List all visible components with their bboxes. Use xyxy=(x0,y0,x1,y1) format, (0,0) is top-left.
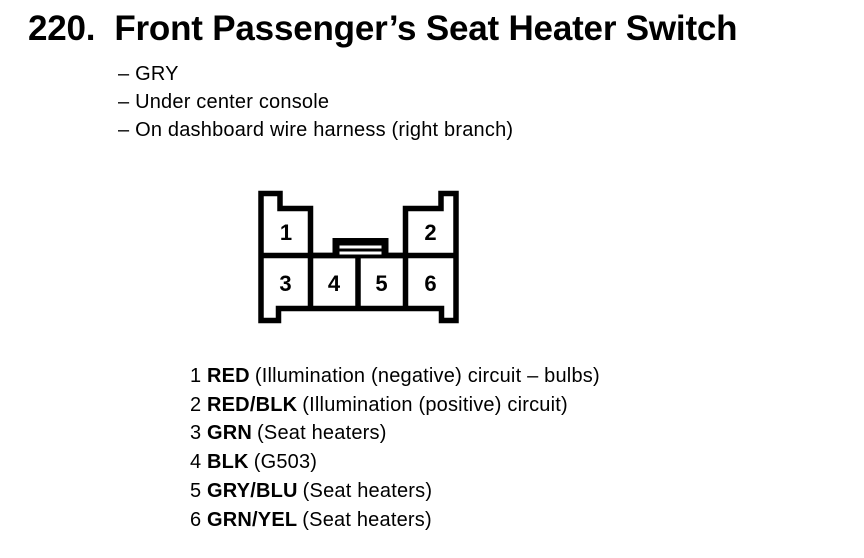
legend-circuit-desc: (Illumination (positive) circuit) xyxy=(302,393,568,416)
legend-row: 5 GRY/BLU (Seat heaters) xyxy=(190,477,600,506)
pin-legend: 1 RED (Illumination (negative) circuit –… xyxy=(190,362,600,534)
page-title: 220. Front Passenger’s Seat Heater Switc… xyxy=(28,9,738,49)
legend-row: 1 RED (Illumination (negative) circuit –… xyxy=(190,362,600,391)
legend-circuit-desc: (G503) xyxy=(253,451,318,474)
pin-number-4: 4 xyxy=(328,271,341,296)
legend-wire-color: RED xyxy=(207,365,250,387)
legend-wire-color: RED/BLK xyxy=(207,393,298,416)
connector-outline xyxy=(258,190,459,324)
pin-number-5: 5 xyxy=(375,271,387,296)
pin-number-1: 1 xyxy=(280,220,292,245)
legend-wire-color: GRN/YEL xyxy=(207,508,298,531)
legend-row: 2 RED/BLK (Illumination (positive) circu… xyxy=(190,391,600,420)
connector-details: – GRY – Under center console – On dashbo… xyxy=(118,60,513,144)
legend-circuit-desc: (Illumination (negative) circuit – bulbs… xyxy=(254,365,600,387)
legend-row: 6 GRN/YEL (Seat heaters) xyxy=(190,506,600,535)
legend-wire-color: GRN xyxy=(207,422,253,445)
legend-pin-number: 2 xyxy=(190,393,202,416)
legend-circuit-desc: (Seat heaters) xyxy=(302,508,432,531)
section-title: Front Passenger’s Seat Heater Switch xyxy=(114,9,738,48)
detail-line: – On dashboard wire harness (right branc… xyxy=(118,119,514,141)
latch-tab-groove xyxy=(339,251,382,255)
legend-circuit-desc: (Seat heaters) xyxy=(302,479,433,502)
connector-diagram: 1 2 3 4 5 6 xyxy=(258,190,459,324)
legend-row: 4 BLK (G503) xyxy=(190,448,600,477)
legend-row: 3 GRN (Seat heaters) xyxy=(190,419,600,448)
latch-tab-groove xyxy=(339,245,382,249)
legend-wire-color: BLK xyxy=(207,451,249,474)
pin-number-2: 2 xyxy=(424,220,436,245)
legend-pin-number: 4 xyxy=(190,451,202,474)
legend-circuit-desc: (Seat heaters) xyxy=(257,422,387,445)
pin-number-6: 6 xyxy=(424,271,436,296)
section-number: 220. xyxy=(28,9,96,48)
legend-pin-number: 1 xyxy=(190,365,202,387)
legend-wire-color: GRY/BLU xyxy=(207,479,298,502)
legend-pin-number: 3 xyxy=(190,422,202,445)
legend-pin-number: 5 xyxy=(190,479,202,502)
pin-number-3: 3 xyxy=(279,271,291,296)
detail-line: – Under center console xyxy=(118,91,330,113)
detail-line: – GRY xyxy=(118,63,179,85)
legend-pin-number: 6 xyxy=(190,508,202,531)
